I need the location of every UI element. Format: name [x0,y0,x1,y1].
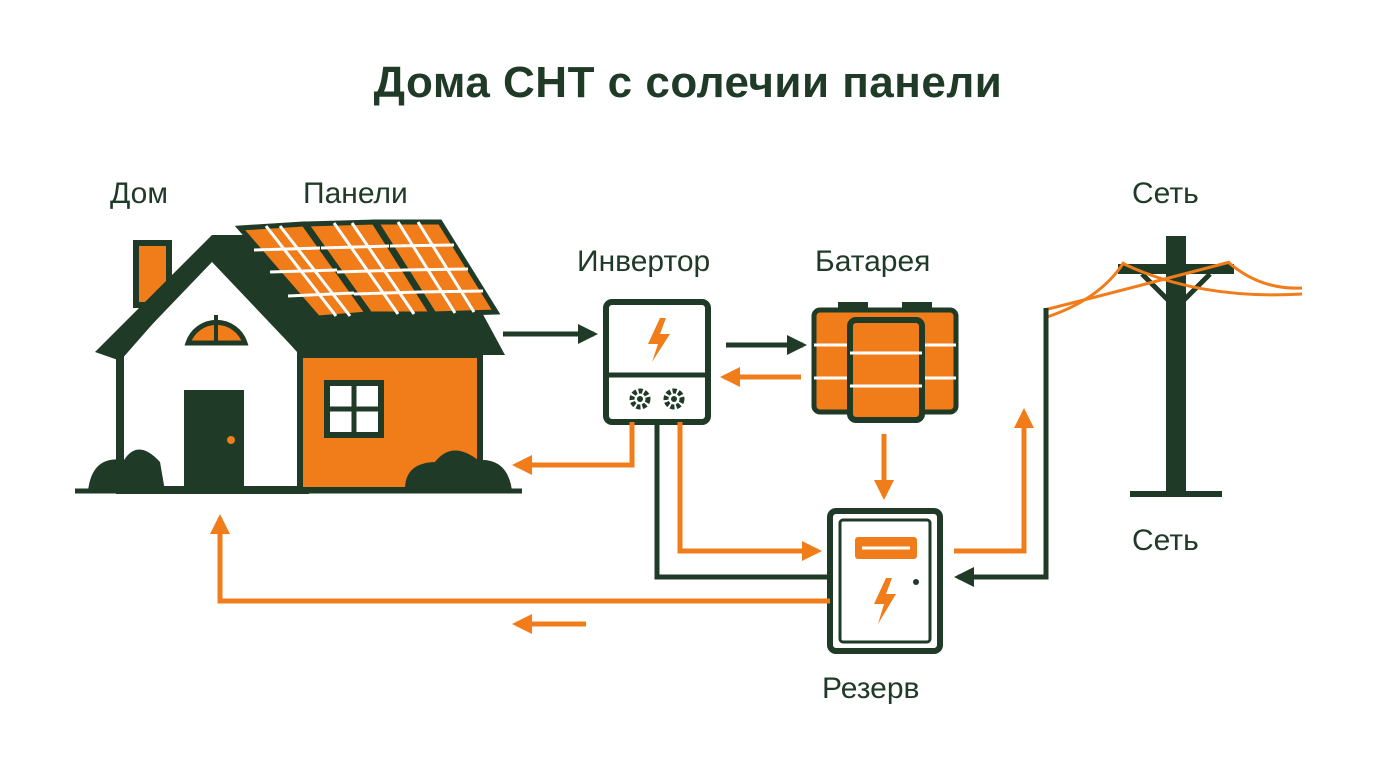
gear-icon [629,388,651,410]
bush-left [88,449,165,491]
gear-icon [663,388,685,410]
flow-arrows [210,308,1049,634]
arrow-grid-to-reserve [954,308,1049,587]
label-panels: Панели [303,177,408,210]
label-grid-top: Сеть [1132,177,1199,210]
solar-panel-icon [234,219,501,321]
arrow-reserve-to-house [210,514,830,604]
power-line [1043,260,1231,312]
utility-pole-icon [1043,236,1303,497]
label-battery: Батарея [815,245,931,278]
lightning-icon [648,318,670,362]
label-reserve: Резерв [822,672,920,705]
power-line [1123,262,1303,297]
label-house: Дом [110,177,168,210]
power-line [1043,261,1126,320]
line-inverter-to-reserve [654,422,830,580]
label-inverter: Инвертор [577,245,711,278]
arrow-inverter-to-reserve [677,422,822,561]
arrow-inverter-to-house [512,422,635,475]
lightning-icon [874,578,896,624]
backup-panel-icon [827,508,943,654]
bush-right [404,450,512,491]
diagram-title: Дома СНТ с солечии панели [373,58,1003,107]
arrow-reserve-to-grid [954,408,1034,554]
label-grid-bottom: Сеть [1132,524,1199,557]
power-line [1227,260,1303,290]
battery-icon [811,302,959,423]
inverter-icon [603,299,711,425]
